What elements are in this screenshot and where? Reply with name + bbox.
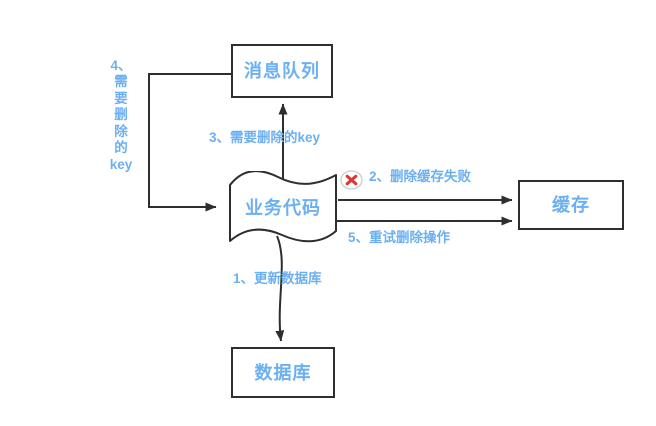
edge-label-5: 5、重试删除操作 [348,230,451,245]
edge-label-3: 3、需要删除的key [209,130,321,145]
node-business-code-label-wrap: 业务代码 [222,171,344,245]
edge-label-4-char: 需 [114,74,128,90]
node-database[interactable]: 数据库 [231,347,335,398]
edge-4-mq-to-biz [148,73,231,212]
node-business-code-label: 业务代码 [245,198,321,218]
edge-1-biz-to-db [275,235,285,342]
node-message-queue[interactable]: 消息队列 [231,44,333,98]
edge-label-4: 4、 需 要 删 除 的 key [108,58,134,173]
edge-label-1: 1、更新数据库 [233,271,322,286]
edge-label-2: 2、删除缓存失败 [369,169,472,184]
edge-label-4-char: 的 [114,140,128,156]
node-business-code[interactable]: 业务代码 [222,171,344,245]
edge-label-4-char: 除 [114,123,128,139]
node-cache[interactable]: 缓存 [518,180,624,230]
node-database-label: 数据库 [254,362,312,383]
node-message-queue-label: 消息队列 [244,61,320,81]
edge-label-4-char: 要 [114,90,128,106]
edge-label-4-char: 删 [114,107,128,123]
edge-label-4-char: 4、 [110,58,132,73]
node-cache-label: 缓存 [552,195,590,215]
error-x-icon [340,170,363,190]
business-code-shape [229,171,337,243]
edge-label-4-char: key [109,156,133,172]
